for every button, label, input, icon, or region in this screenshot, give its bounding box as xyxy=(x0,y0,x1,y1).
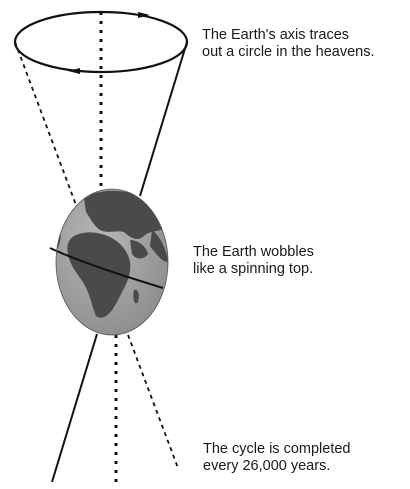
caption-cycle-period: The cycle is completed every 26,000 year… xyxy=(203,441,350,475)
madagascar-landmass xyxy=(133,290,138,304)
caption-earth-wobble: The Earth wobbles like a spinning top. xyxy=(193,244,314,278)
caption-wobble-line-1: The Earth wobbles xyxy=(193,244,314,261)
axis-line-lower xyxy=(52,334,97,482)
cone-edge-dashed-upper xyxy=(15,42,76,205)
caption-axis-line-2: out a circle in the heavens. xyxy=(202,44,375,61)
caption-cycle-line-1: The cycle is completed xyxy=(203,441,350,458)
axis-line-upper xyxy=(140,42,187,196)
caption-cycle-line-2: every 26,000 years. xyxy=(203,458,350,475)
caption-axis-circle: The Earth's axis traces out a circle in … xyxy=(202,27,375,61)
caption-wobble-line-2: like a spinning top. xyxy=(193,261,314,278)
cone-edge-dashed-lower xyxy=(128,335,178,468)
earth-globe xyxy=(50,189,170,335)
circle-direction-arrow-bottom xyxy=(68,68,80,74)
caption-axis-line-1: The Earth's axis traces xyxy=(202,27,375,44)
